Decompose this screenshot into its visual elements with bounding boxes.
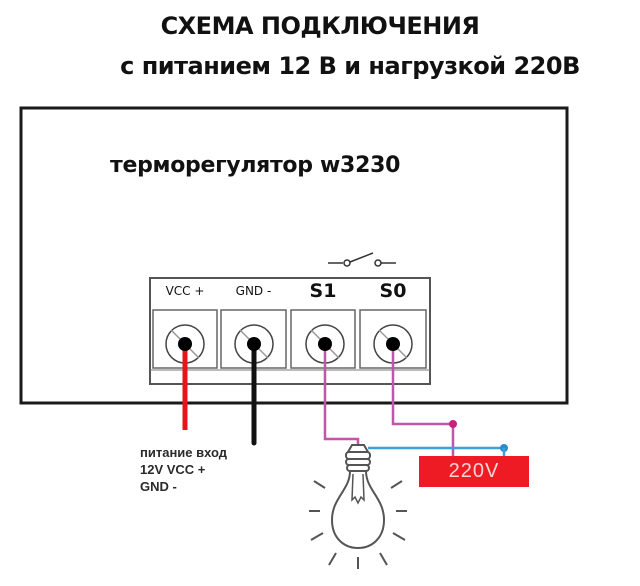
s0-wire (391, 344, 455, 456)
s1-wire (323, 344, 360, 445)
power-note-line: 12V VCC + (140, 462, 206, 477)
thermostat-body (19, 106, 569, 405)
mains-220v-label: 220V (419, 456, 529, 487)
terminal-label-gnd: GND - (235, 284, 272, 298)
junction-dot (449, 420, 457, 428)
power-note-line: GND - (140, 479, 177, 494)
terminal-label-vcc: VCC + (165, 284, 205, 298)
switch-open-icon (328, 252, 396, 267)
power-note-line: питание вход (140, 445, 228, 460)
power-input-note: питание вход 12V VCC + GND - (140, 444, 227, 495)
terminal-label-s1: S1 (309, 280, 337, 302)
device-label: терморегулятор w3230 (110, 153, 401, 178)
diagram-subtitle: с питанием 12 В и нагрузкой 220В (120, 52, 580, 80)
light-bulb-icon (309, 444, 407, 569)
terminal-label-s0: S0 (379, 280, 407, 302)
diagram-title: СХЕМА ПОДКЛЮЧЕНИЯ (160, 12, 480, 40)
terminal-block (149, 277, 431, 385)
